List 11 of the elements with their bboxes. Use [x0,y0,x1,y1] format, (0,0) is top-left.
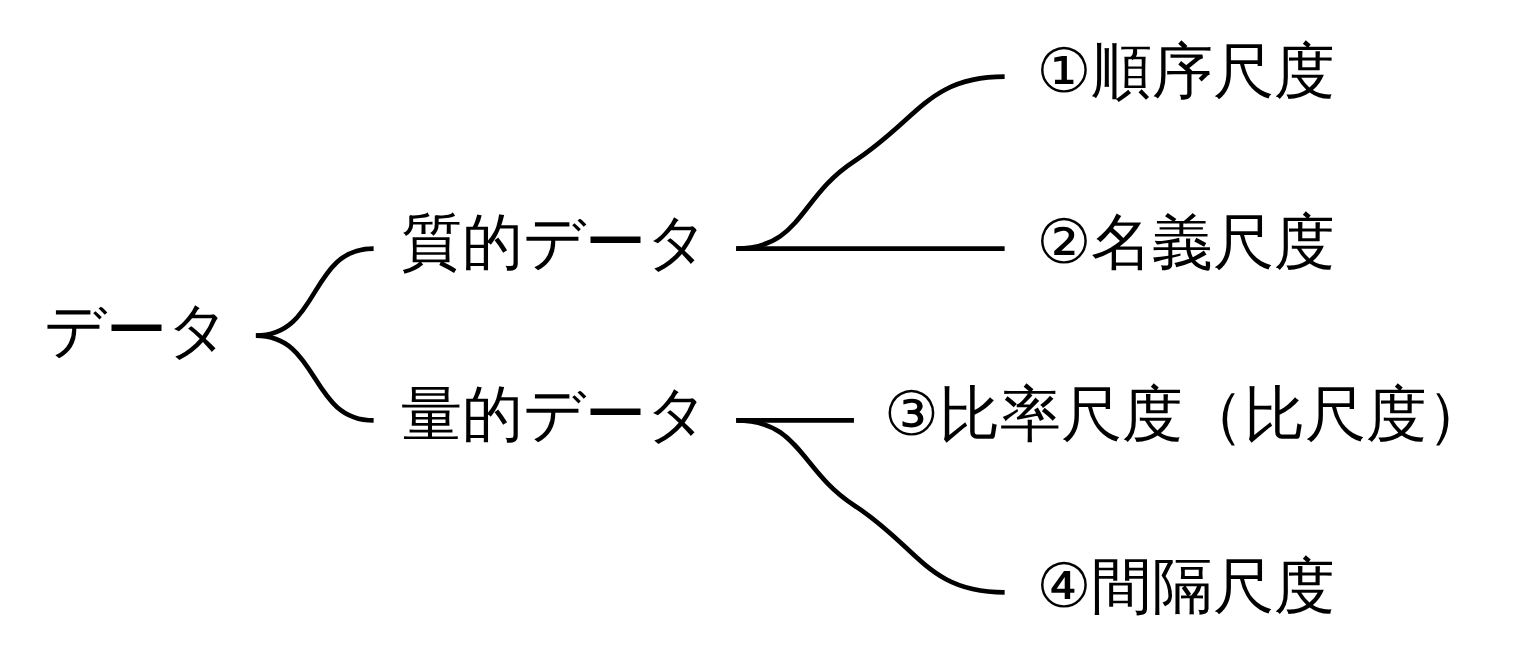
connector [736,74,1005,251]
node-text: 量的データ [401,378,709,450]
node-text: ①順序尺度 [1036,34,1336,106]
node-text: ③比率尺度（比尺度） [883,378,1488,450]
node-text: ②名義尺度 [1036,206,1336,278]
connector [736,246,1005,251]
connector [736,418,1005,595]
node-text: 質的データ [401,206,709,278]
node-text: データ [44,293,230,365]
connector [255,333,374,423]
node-text: ④間隔尺度 [1036,550,1336,622]
